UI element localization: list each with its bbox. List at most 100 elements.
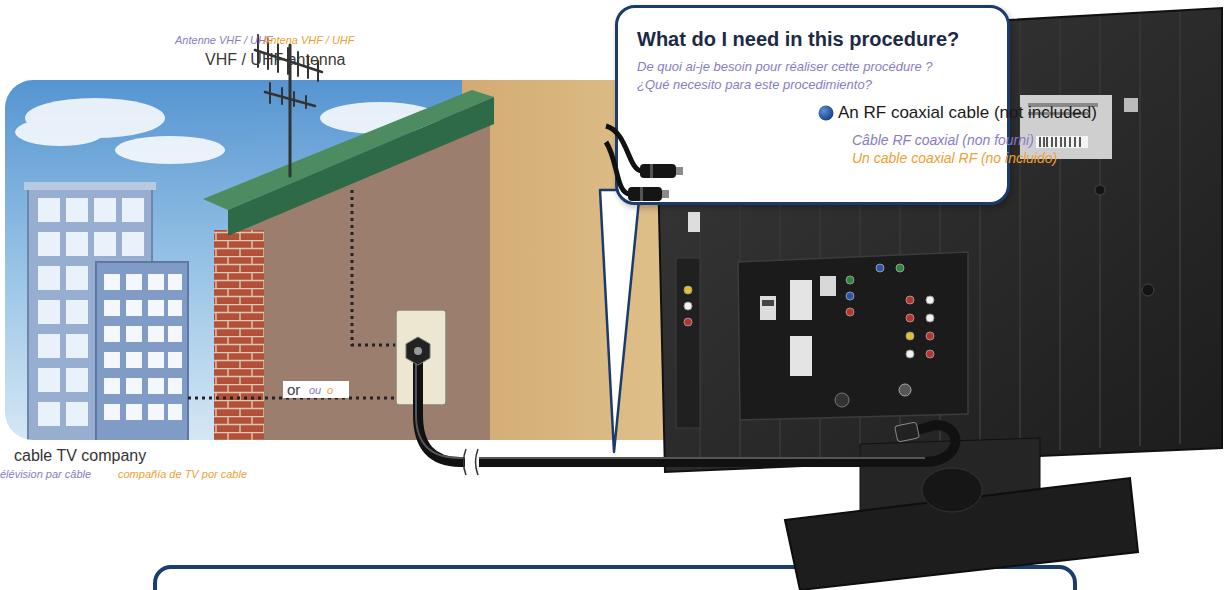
tv-back-part: [762, 300, 774, 306]
brick-chimney: [214, 230, 264, 440]
callout-pointer: [600, 190, 640, 452]
office-building-part-part: [66, 402, 88, 426]
office-building-part-part: [104, 404, 120, 420]
clouds-part: [115, 136, 225, 164]
office-building-part: [24, 182, 156, 190]
tv-back-part: [1036, 136, 1088, 148]
antenna-symbol-part: [265, 92, 315, 106]
tv-back-part-part: [846, 308, 854, 316]
tv-back-part-part: [906, 296, 914, 304]
office-building-part-part: [168, 326, 182, 342]
clouds-part: [15, 118, 105, 146]
coaxial-cable-part: [414, 347, 422, 355]
tv-back-part-part: [926, 350, 934, 358]
item-text-spanish: Un cable coaxial RF (no incluido): [852, 150, 1057, 167]
or-label-french: ou: [309, 384, 321, 397]
cable-company-label-spanish: compañía de TV por cable: [118, 468, 247, 481]
tv-back-part: [899, 384, 911, 396]
office-building-part-part: [38, 368, 60, 392]
office-building-part-part: [148, 326, 164, 342]
office-building-part-part: [126, 352, 142, 368]
roof-top: [203, 90, 494, 210]
office-building-part-part: [148, 378, 164, 394]
tv-back-part-part: [684, 286, 692, 294]
office-building-part: [96, 262, 188, 440]
office-building-part-part: [148, 404, 164, 420]
coaxial-cable-part: [464, 449, 479, 475]
office-building-part-part: [104, 274, 120, 290]
office-building-part-part: [168, 378, 182, 394]
office-building-part-part: [168, 352, 182, 368]
cable-company-label-french: élévision par câble: [0, 468, 91, 481]
office-building-part-part: [148, 352, 164, 368]
tv-back-part-part: [896, 264, 904, 272]
office-building-part-part: [104, 378, 120, 394]
office-building-part: [38, 198, 144, 426]
office-building-part-part: [104, 352, 120, 368]
office-building-part-part: [38, 198, 60, 222]
house-scene: [5, 80, 705, 440]
or-label: or: [287, 381, 300, 399]
office-building-part-part: [66, 334, 88, 358]
tv-back-part: [790, 280, 812, 320]
tv-back-part: [1124, 98, 1138, 112]
office-building-part-part: [66, 368, 88, 392]
office-building-part-part: [126, 300, 142, 316]
tv-back-part: [835, 393, 849, 407]
tv-back-part: [820, 276, 836, 296]
item-text: An RF coaxial cable (not included): [838, 103, 1097, 123]
house-scene-part: [5, 80, 705, 440]
tv-back-part-part: [926, 332, 934, 340]
coaxial-cable-part: [418, 360, 955, 462]
coaxial-cable-part: [895, 422, 920, 442]
tv-back-part: [677, 197, 935, 359]
office-building-part-part: [104, 300, 120, 316]
office-building-part-part: [168, 274, 182, 290]
office-building-part-part: [38, 300, 60, 324]
tv-back-part: [922, 468, 982, 512]
office-building-part-part: [38, 266, 60, 290]
roof-edge: [228, 97, 494, 236]
tv-back-part: [676, 258, 700, 428]
tv-back-part-part: [906, 350, 914, 358]
office-building-part-part: [94, 198, 116, 222]
cable-company-label: cable TV company: [14, 446, 146, 465]
tv-back-part: [1095, 185, 1105, 195]
office-building-part-part: [126, 326, 142, 342]
office-building-part: [104, 274, 182, 420]
office-building-part-part: [126, 378, 142, 394]
tv-back-part-part: [846, 292, 854, 300]
tv-back-part-part: [684, 318, 692, 326]
coaxial-cable: [406, 337, 955, 476]
office-building: [24, 182, 188, 440]
tv-back-part-part: [906, 332, 914, 340]
office-building-part-part: [126, 274, 142, 290]
office-building-part-part: [94, 232, 116, 256]
tv-back-part-part: [926, 296, 934, 304]
antenna-symbol-part: [270, 83, 306, 108]
antenna-label-spanish: Antena VHF / UHF: [263, 34, 355, 47]
or-label-spanish: o: [327, 384, 333, 397]
office-building-part-part: [168, 300, 182, 316]
or-label-background: [283, 381, 349, 398]
tv-back-part-part: [876, 264, 884, 272]
tv-back-part: [1142, 284, 1154, 296]
callout-heading-french: De quoi ai-je besoin pour réaliser cette…: [637, 59, 933, 75]
tv-back-part-part: [926, 314, 934, 322]
tv-back-part-part: [846, 276, 854, 284]
antenna-label-french: Antenne VHF / UHF: [175, 34, 273, 47]
callout-heading: What do I need in this procedure?: [637, 27, 959, 51]
antenna-wire: [352, 190, 397, 345]
office-building-part-part: [66, 198, 88, 222]
item-text-french: Câble RF coaxial (non fourni): [852, 132, 1034, 149]
office-building-part-part: [122, 198, 144, 222]
tv-back-part: [1040, 137, 1080, 147]
tv-back-part-part: [906, 314, 914, 322]
office-building-part-part: [38, 402, 60, 426]
antenna-label: VHF / UHF antenna: [205, 50, 346, 69]
coaxial-cable-part: [416, 362, 925, 458]
office-building-part-part: [148, 300, 164, 316]
